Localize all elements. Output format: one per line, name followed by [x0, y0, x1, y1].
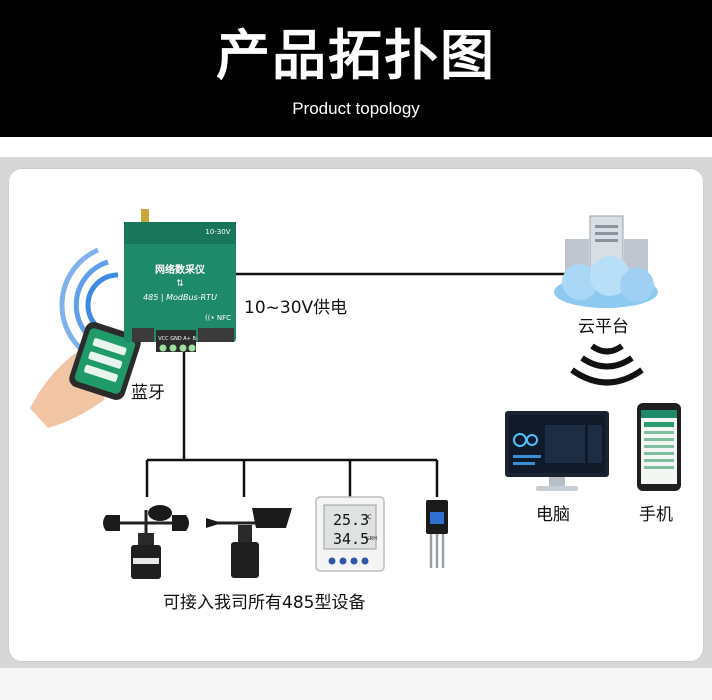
anemometer-icon	[103, 505, 189, 579]
device-nfc-label: ((• NFC	[205, 314, 231, 322]
device-terminal-label: VCC GND A+ B-	[158, 336, 198, 342]
cloud-label: 云平台	[578, 317, 629, 337]
gateway-device: 网络数采仪 ⇅ 485 | ModBus-RTU 10-30V ((• NFC …	[124, 209, 236, 352]
computer-label: 电脑	[536, 505, 570, 525]
power-label: 10~30V供电	[244, 298, 348, 318]
wifi-waves-icon	[570, 343, 644, 386]
device-name: 网络数采仪	[155, 263, 206, 276]
page-title: 产品拓扑图	[216, 24, 496, 87]
wind-vane-icon	[206, 508, 292, 578]
bottom-strip	[0, 668, 712, 700]
page-subtitle: Product topology	[292, 99, 420, 118]
sensors-caption: 可接入我司所有485型设备	[163, 593, 366, 613]
header-banner: 产品拓扑图 Product topology	[0, 0, 712, 137]
cloud-server-icon	[554, 215, 658, 308]
svg-text:⇅: ⇅	[176, 279, 184, 289]
temperature-readout: 25.3	[333, 511, 369, 529]
humidity-readout: 34.5	[333, 530, 369, 548]
hand-phone-icon	[30, 322, 141, 428]
connection-lines	[145, 272, 565, 497]
bluetooth-label: 蓝牙	[131, 383, 165, 403]
humidity-unit: %RH	[365, 536, 377, 542]
smartphone-icon	[637, 403, 681, 491]
monitor-icon	[505, 411, 609, 491]
temp-humidity-display-icon: 25.3 ℃ 34.5 %RH	[315, 496, 385, 572]
device-protocol: 485 | ModBus-RTU	[143, 293, 217, 302]
temperature-unit: ℃	[365, 514, 372, 521]
phone-label: 手机	[639, 505, 673, 525]
soil-probe-icon	[426, 500, 448, 568]
antenna	[141, 209, 149, 225]
device-voltage-badge: 10-30V	[205, 228, 230, 236]
